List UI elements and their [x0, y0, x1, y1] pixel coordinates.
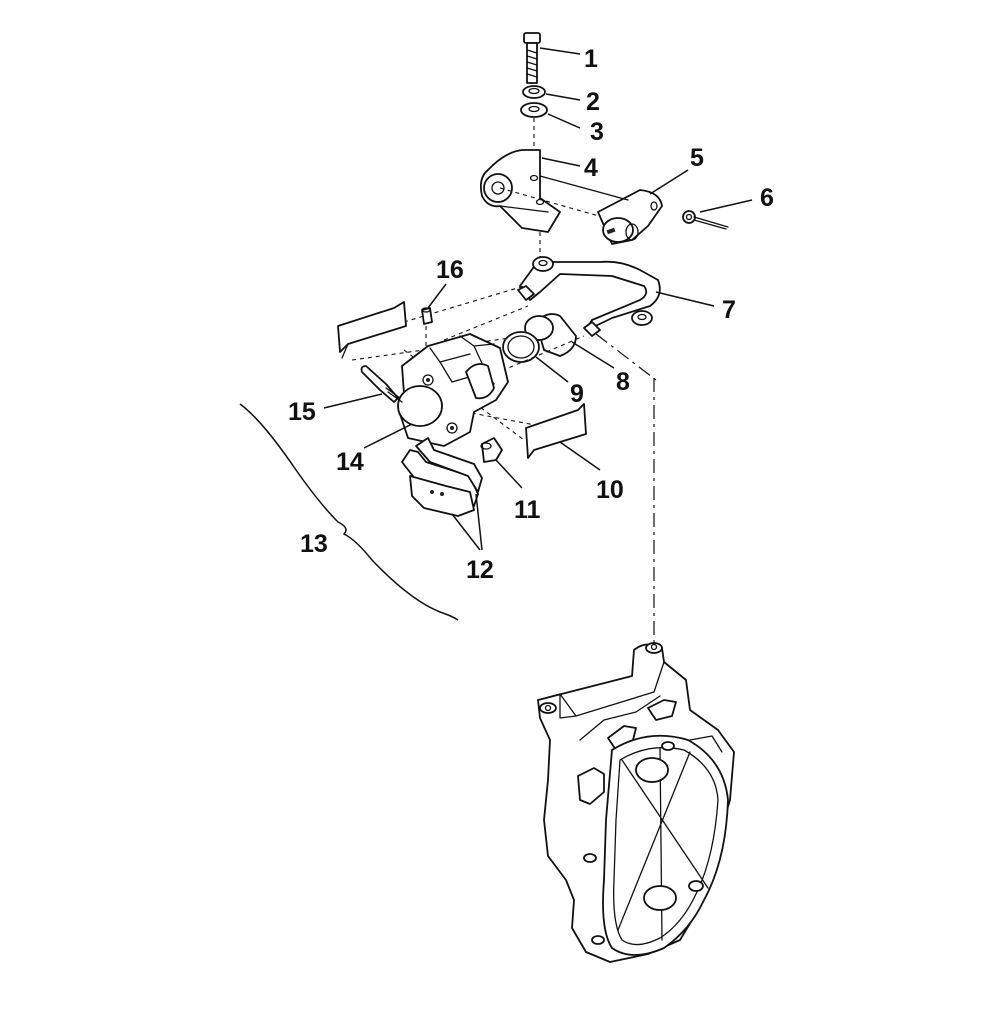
callout-1: 1	[584, 45, 598, 73]
callout-12: 12	[466, 556, 494, 584]
part-7-mount-frame	[517, 256, 661, 337]
part-12-brake-pads	[401, 437, 483, 517]
callout-13: 13	[300, 530, 328, 558]
part-15-brake-line	[360, 365, 403, 403]
pad-shim-upper	[337, 301, 407, 359]
part-4-bracket	[479, 149, 561, 233]
callout-3: 3	[590, 118, 604, 146]
callout-14: 14	[336, 448, 364, 476]
part-3-flat-washer	[520, 102, 548, 118]
part-11-fitting	[480, 437, 503, 463]
part-6-cotter-pin	[682, 210, 729, 230]
callout-9: 9	[570, 380, 584, 408]
callout-5: 5	[690, 144, 704, 172]
part-5-lever	[499, 175, 663, 245]
part-13-brace	[239, 403, 459, 621]
callout-4: 4	[584, 154, 598, 182]
chaincase-housing	[537, 642, 735, 963]
part-10-pad-shim	[525, 403, 587, 459]
callout-15: 15	[288, 398, 316, 426]
part-8-piston	[524, 313, 577, 357]
callout-7: 7	[722, 296, 736, 324]
part-16-bleeder	[421, 307, 433, 325]
callout-16: 16	[436, 256, 464, 284]
part-1-bolt	[523, 32, 541, 84]
part-2-lock-washer	[522, 85, 546, 99]
callout-2: 2	[586, 88, 600, 116]
callout-8: 8	[616, 368, 630, 396]
part-9-seal	[502, 331, 540, 363]
callout-6: 6	[760, 184, 774, 212]
callout-10: 10	[596, 476, 624, 504]
callout-11: 11	[514, 496, 541, 524]
caliper-body	[397, 333, 509, 447]
